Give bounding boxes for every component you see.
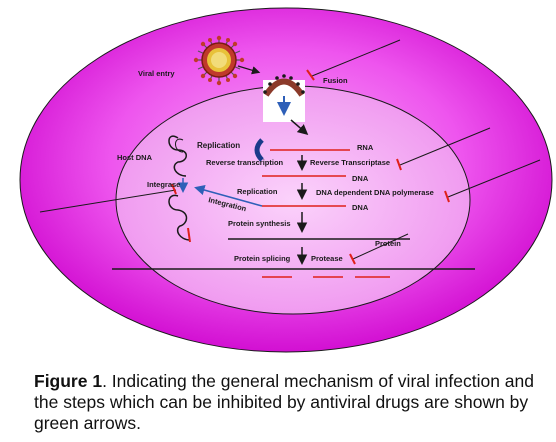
label-fusion: Fusion [323, 76, 348, 85]
integrated-viral-segment [187, 227, 191, 243]
polymerase-inhibitor-line [447, 159, 541, 198]
label-protease: Protease [311, 254, 343, 263]
figure-caption: Figure 1. Indicating the general mechani… [34, 371, 544, 434]
integrated-dna-strand [168, 194, 191, 241]
label-reverse-transcriptase: Reverse Transcriptase [310, 158, 390, 167]
fusion-inhibitor-bar [306, 69, 315, 81]
label-integrase: Integrase [147, 180, 180, 189]
mechanism-diagram: Viral entry Fusion Replication RNA Host … [19, 7, 553, 353]
label-rna: RNA [357, 143, 374, 152]
label-dna-2: DNA [352, 203, 369, 212]
host-dna-strand [168, 135, 187, 177]
label-dna-dependent-polymerase: DNA dependent DNA polymerase [316, 188, 434, 197]
rt-inhibitor-bar [396, 158, 402, 171]
entry-arrow [237, 65, 261, 75]
polymerase-inhibitor-bar [444, 190, 450, 203]
virus-particle [193, 35, 245, 86]
label-reverse-transcription: Reverse transcription [206, 158, 284, 167]
figure-caption-prefix: Figure 1 [34, 371, 103, 391]
integrase-inhibitor-line [39, 189, 177, 213]
integrase-inhibitor-bar [171, 183, 177, 195]
replication-cycle-icon [254, 138, 264, 162]
label-viral-entry: Viral entry [138, 69, 175, 78]
label-host-dna: Host DNA [117, 153, 153, 162]
integration-arrow [194, 184, 263, 207]
uncoating-arrow [290, 119, 309, 135]
label-replication-mid: Replication [237, 187, 278, 196]
label-dna-1: DNA [352, 174, 369, 183]
label-replication-top: Replication [197, 141, 240, 150]
host-dna-strand-inner [175, 138, 184, 153]
label-protein: Protein [375, 239, 401, 248]
fusion-inhibitor-line [311, 39, 401, 77]
label-protein-synthesis: Protein synthesis [228, 219, 291, 228]
protease-inhibitor-bar [349, 253, 356, 265]
protease-inhibitor-line [352, 233, 409, 260]
label-protein-splicing: Protein splicing [234, 254, 291, 263]
rt-inhibitor-line [399, 127, 491, 166]
figure-caption-text: . Indicating the general mechanism of vi… [34, 371, 534, 433]
